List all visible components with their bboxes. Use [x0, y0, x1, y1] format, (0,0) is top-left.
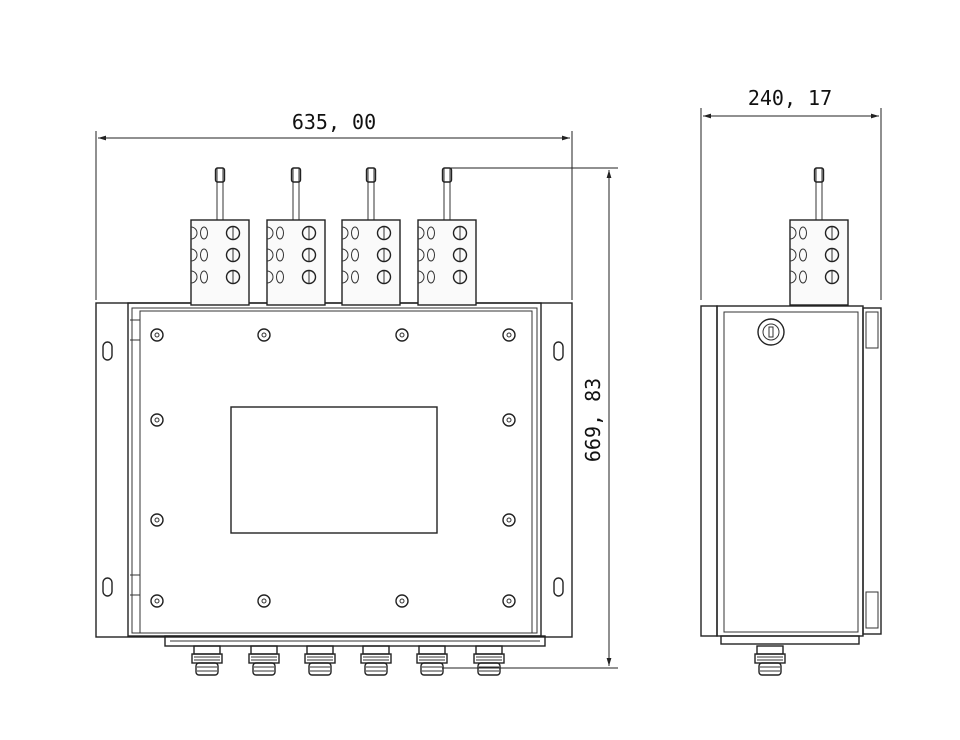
display-window — [230, 406, 438, 534]
height-label: 669, 83 — [581, 378, 605, 462]
terminal-hole-icon — [417, 225, 468, 241]
terminal-hole-icon — [417, 269, 468, 285]
terminal-hole-icon — [266, 247, 317, 263]
side-mounting-plate — [700, 305, 718, 637]
dimension-side-depth: 240, 17 — [700, 86, 882, 300]
side-enclosure-body — [716, 305, 864, 637]
terminal-hole-icon — [417, 247, 468, 263]
side-view — [700, 167, 882, 676]
side-antenna — [789, 167, 849, 306]
screw-icon — [257, 328, 271, 342]
terminal-hole-icon — [789, 247, 840, 263]
side-depth-label: 240, 17 — [748, 86, 832, 110]
front-mounting-bracket — [95, 302, 573, 638]
terminal-hole-icon — [266, 269, 317, 285]
cable-gland-1 — [191, 645, 223, 676]
screw-icon — [502, 594, 516, 608]
cable-gland-5 — [416, 645, 448, 676]
terminal-hole-icon — [190, 247, 241, 263]
cable-gland-3 — [304, 645, 336, 676]
front-view — [95, 167, 573, 676]
antenna-block-2 — [266, 167, 326, 306]
screw-icon — [150, 328, 164, 342]
screw-icon — [150, 594, 164, 608]
cable-gland-4 — [360, 645, 392, 676]
screw-icon — [395, 328, 409, 342]
dimension-height: 669, 83 — [442, 167, 618, 669]
terminal-hole-icon — [266, 225, 317, 241]
front-width-label: 635, 00 — [292, 110, 376, 134]
side-cable-gland — [754, 645, 786, 676]
terminal-hole-icon — [789, 269, 840, 285]
screw-icon — [502, 513, 516, 527]
front-enclosure-body — [127, 302, 542, 637]
screw-icon — [395, 594, 409, 608]
side-antenna-block — [789, 167, 849, 306]
bottom-rail — [164, 635, 546, 647]
terminal-hole-icon — [341, 269, 392, 285]
screw-icon — [150, 413, 164, 427]
cable-gland-6 — [473, 645, 505, 676]
cable-gland-2 — [248, 645, 280, 676]
antenna-block-1 — [190, 167, 250, 306]
screw-icon — [150, 513, 164, 527]
antenna-block-3 — [341, 167, 401, 306]
key-lock-icon — [757, 318, 785, 346]
antenna-blocks — [190, 167, 477, 306]
bracket-slots — [102, 341, 564, 597]
terminal-hole-icon — [789, 225, 840, 241]
screw-icon — [502, 328, 516, 342]
cable-glands — [191, 645, 505, 676]
terminal-hole-icon — [341, 247, 392, 263]
dimension-front-width: 635, 00 — [95, 110, 573, 300]
terminal-hole-icon — [190, 269, 241, 285]
front-screws — [150, 328, 516, 608]
terminal-hole-icon — [341, 225, 392, 241]
antenna-block-4 — [417, 167, 477, 306]
side-gland — [754, 645, 786, 676]
screw-icon — [502, 413, 516, 427]
screw-icon — [257, 594, 271, 608]
terminal-hole-icon — [190, 225, 241, 241]
